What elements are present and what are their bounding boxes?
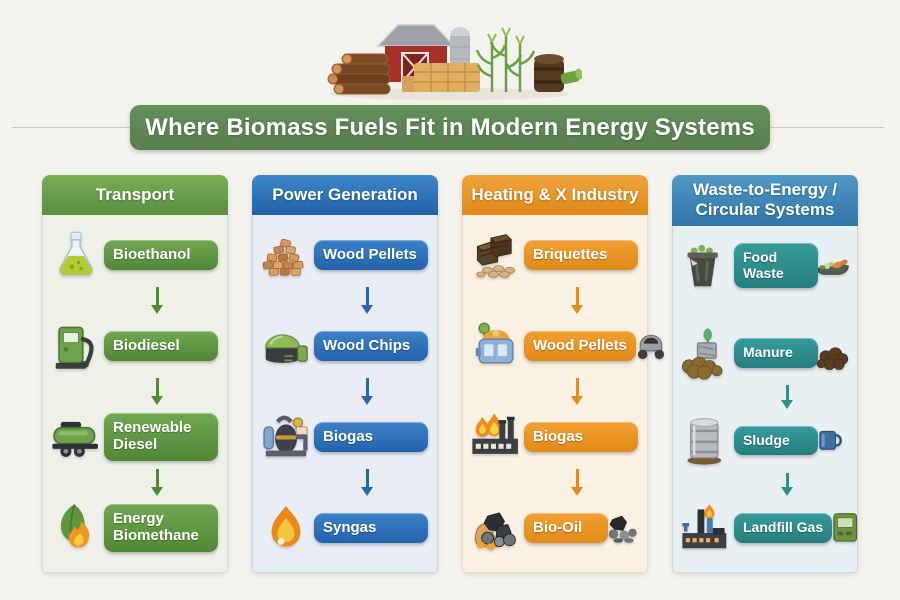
bucket-icon — [814, 420, 852, 462]
arrow-down-icon — [258, 469, 432, 496]
label-renewable-diesel: Renewable Diesel — [104, 413, 218, 461]
arrow-down-icon — [48, 469, 222, 496]
coal-pile-icon — [604, 507, 642, 549]
biogas-dome-icon — [258, 319, 314, 373]
coal-sack-icon — [468, 501, 524, 555]
gas-plant-icon — [678, 501, 734, 555]
arrow-down-icon — [48, 378, 222, 405]
label-manure: Manure — [734, 338, 818, 369]
tanker-truck-icon — [48, 410, 104, 464]
column-transport-body: Bioethanol Biodiesel — [42, 215, 228, 573]
flame-icon — [258, 501, 314, 555]
arrow-down-icon — [48, 287, 222, 314]
gas-meter-icon — [828, 507, 866, 549]
column-power-generation-body: Wood Pellets Wood Chips — [252, 215, 438, 573]
page-title: Where Biomass Fuels Fit in Modern Energy… — [130, 105, 770, 150]
column-power-generation-header: Power Generation — [252, 175, 438, 215]
label-biogas-heating: Biogas — [524, 421, 638, 453]
boiler-machine-icon — [632, 325, 670, 367]
food-scraps-icon — [814, 245, 852, 287]
manure-icon — [678, 326, 734, 380]
column-waste-to-energy-header: Waste-to-Energy / Circular Systems — [672, 175, 858, 226]
factory-fire-icon — [468, 410, 524, 464]
pellet-stove-icon — [468, 319, 524, 373]
flow-item: Wood Chips — [258, 314, 432, 378]
farm-illustration — [318, 6, 583, 102]
arrow-down-icon — [468, 469, 642, 496]
label-biogas: Biogas — [314, 421, 428, 453]
flow-item: Manure — [678, 321, 852, 385]
label-syngas: Syngas — [314, 512, 428, 544]
label-sludge: Sludge — [734, 425, 818, 456]
flow-item: Biogas — [468, 405, 642, 469]
flow-item: Wood Pellets — [468, 314, 664, 378]
fuel-pump-icon — [48, 319, 104, 373]
farm-scene-icon — [327, 24, 583, 100]
flow-item: Biogas — [258, 405, 432, 469]
column-heating-industry-body: Briquettes — [462, 215, 664, 573]
label-bioethanol: Bioethanol — [104, 239, 218, 271]
flask-icon — [48, 228, 104, 282]
label-wood-chips: Wood Chips — [314, 330, 428, 362]
flow-item: Bio-Oil — [468, 496, 642, 560]
processing-plant-icon — [258, 410, 314, 464]
column-transport: Transport Bioethanol — [42, 175, 228, 573]
label-landfill-gas: Landfill Gas — [734, 513, 833, 543]
sludge-drum-icon — [678, 414, 734, 468]
wood-pellets-icon — [258, 228, 314, 282]
arrow-down-icon — [258, 287, 432, 314]
label-energy-biomethane: Energy Biomethane — [104, 504, 218, 552]
spacer — [678, 298, 852, 321]
arrow-down-icon — [468, 378, 642, 405]
flow-item: Briquettes — [468, 223, 642, 287]
label-wood-pellets: Wood Pellets — [314, 239, 428, 271]
label-wood-pellets-heating: Wood Pellets — [524, 330, 636, 362]
label-biodiesel: Biodiesel — [104, 330, 218, 362]
arrow-down-icon — [258, 378, 432, 405]
column-waste-to-energy-body: Food Waste — [672, 225, 858, 573]
column-transport-header: Transport — [42, 175, 228, 215]
arrow-down-icon — [678, 385, 852, 410]
briquettes-icon — [468, 228, 524, 282]
flow-item: Syngas — [258, 496, 432, 560]
arrow-down-icon — [678, 472, 852, 497]
column-power-generation: Power Generation — [252, 175, 438, 573]
label-briquettes: Briquettes — [524, 239, 638, 271]
flow-item: Sludge — [678, 409, 852, 473]
waste-bin-icon — [678, 239, 734, 293]
flow-item: Food Waste — [678, 234, 852, 298]
arrow-down-icon — [468, 287, 642, 314]
column-heating-industry: Heating & X Industry — [462, 175, 664, 573]
flow-item: Wood Pellets — [258, 223, 432, 287]
flow-item: Renewable Diesel — [48, 405, 222, 469]
flow-item: Bioethanol — [48, 223, 222, 287]
manure-pile-icon — [814, 332, 852, 374]
columns-container: Transport Bioethanol — [42, 175, 858, 573]
label-food-waste: Food Waste — [734, 243, 818, 289]
leaf-flame-icon — [48, 501, 104, 555]
flow-item: Biodiesel — [48, 314, 222, 378]
flow-item: Energy Biomethane — [48, 496, 222, 560]
label-bio-oil: Bio-Oil — [524, 512, 608, 544]
column-waste-to-energy: Waste-to-Energy / Circular Systems — [672, 175, 858, 573]
flow-item: Landfill Gas — [678, 496, 858, 560]
column-heating-industry-header: Heating & X Industry — [462, 175, 648, 215]
